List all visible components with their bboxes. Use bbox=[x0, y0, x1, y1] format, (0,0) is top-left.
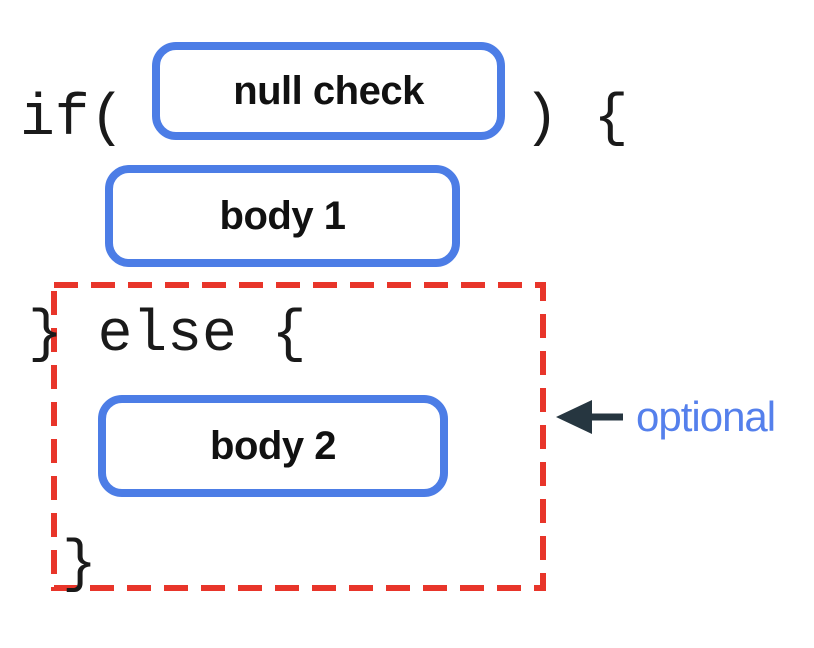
body2-block: body 2 bbox=[98, 395, 448, 497]
optional-region-outline bbox=[51, 282, 546, 591]
arrow-left-icon bbox=[556, 400, 623, 434]
code-line1-suffix: ) { bbox=[524, 87, 629, 152]
code-line3: } bbox=[62, 533, 97, 598]
condition-block: null check bbox=[152, 42, 505, 140]
optional-label: optional bbox=[636, 393, 776, 440]
condition-block-label: null check bbox=[233, 68, 424, 113]
body2-block-label: body 2 bbox=[210, 423, 336, 468]
body1-block-label: body 1 bbox=[219, 193, 346, 238]
code-line1-prefix: if( bbox=[20, 87, 125, 152]
code-line2: } else { bbox=[28, 303, 307, 368]
body1-block: body 1 bbox=[105, 165, 460, 267]
